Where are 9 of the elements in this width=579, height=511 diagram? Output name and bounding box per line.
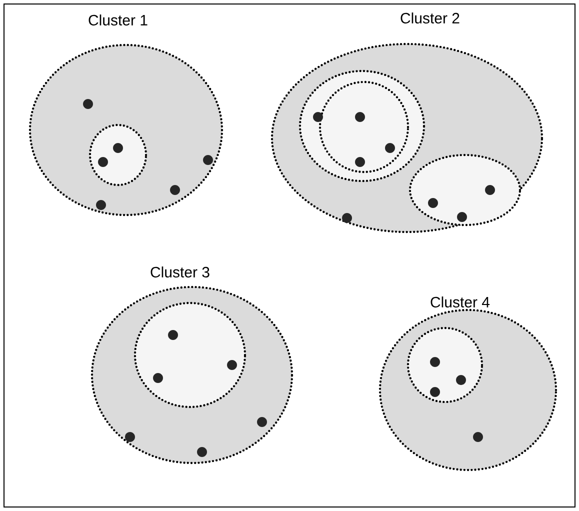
inner-circle (88, 124, 148, 186)
cluster-label: Cluster 2 (400, 12, 460, 24)
cluster-label: Cluster 4 (430, 296, 490, 308)
inner-circle (406, 326, 484, 404)
inner-circle (318, 80, 410, 174)
inner-circle (408, 154, 522, 226)
cluster-label: Cluster 3 (150, 266, 210, 278)
inner-circle (134, 302, 246, 408)
cluster-label: Cluster 1 (88, 14, 148, 26)
